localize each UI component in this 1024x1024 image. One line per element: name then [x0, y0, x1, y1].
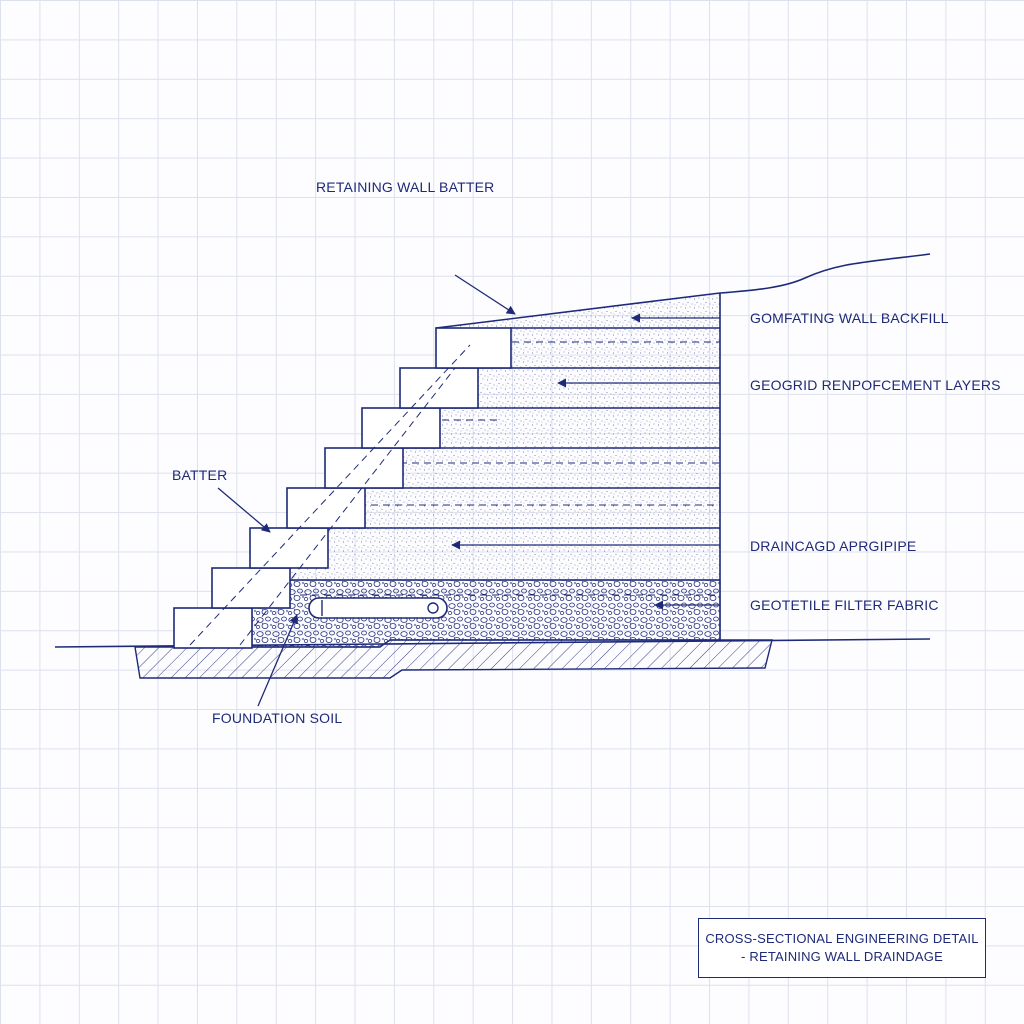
leader-lines [217, 274, 720, 707]
geogrid-layers [290, 327, 720, 581]
label-drainage-pipe: DRAINCAGD APRGIPIPE [750, 538, 916, 554]
title-line-2: - RETAINING WALL DRAINDAGE [741, 949, 943, 964]
wall-blocks [173, 327, 512, 649]
batter-lines [189, 344, 471, 646]
geogrid-dashes [300, 341, 720, 596]
title-block: CROSS-SECTIONAL ENGINEERING DETAIL - RET… [698, 918, 986, 978]
slope-surface [435, 253, 931, 329]
label-geogrid-layers: GEOGRID RENPOFCEMENT LAYERS [750, 377, 1001, 393]
label-retaining-wall-batter: RETAINING WALL BATTER [316, 179, 494, 195]
label-foundation-soil: FOUNDATION SOIL [212, 710, 342, 726]
title-line-1: CROSS-SECTIONAL ENGINEERING DETAIL [705, 931, 979, 946]
label-wall-backfill: GOMFATING WALL BACKFILL [750, 310, 949, 326]
backfill-zone [290, 293, 720, 580]
label-geotextile: GEOTETILE FILTER FABRIC [750, 597, 939, 613]
label-batter: BATTER [172, 467, 227, 483]
drain-pipe [308, 597, 448, 619]
